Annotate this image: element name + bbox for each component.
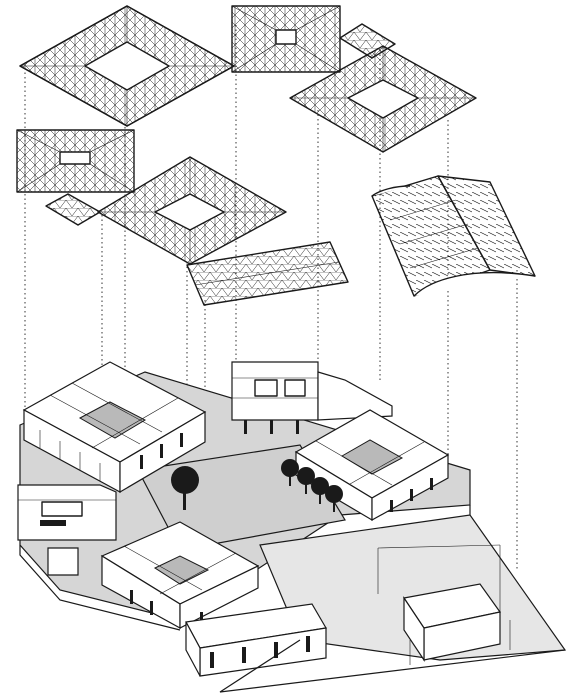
- roof-ring-top-left: [19, 5, 235, 127]
- building-south: [100, 521, 260, 630]
- building-west: [17, 484, 117, 576]
- roof-block-left: [16, 129, 135, 193]
- roof-block-top-center: [231, 5, 341, 73]
- building-complex-base: [17, 361, 567, 693]
- roof-vault-right: [371, 175, 536, 297]
- trees: [171, 459, 343, 512]
- building-south-bar: [185, 603, 327, 677]
- roof-strip-long-center: [186, 241, 349, 306]
- building-north-center: [231, 361, 393, 434]
- roof-ring-right: [289, 45, 477, 153]
- building-southeast-pavilion: [377, 544, 511, 665]
- building-northwest: [22, 361, 207, 494]
- roof-strip-small-left: [45, 193, 101, 226]
- roof-ring-center: [97, 156, 287, 265]
